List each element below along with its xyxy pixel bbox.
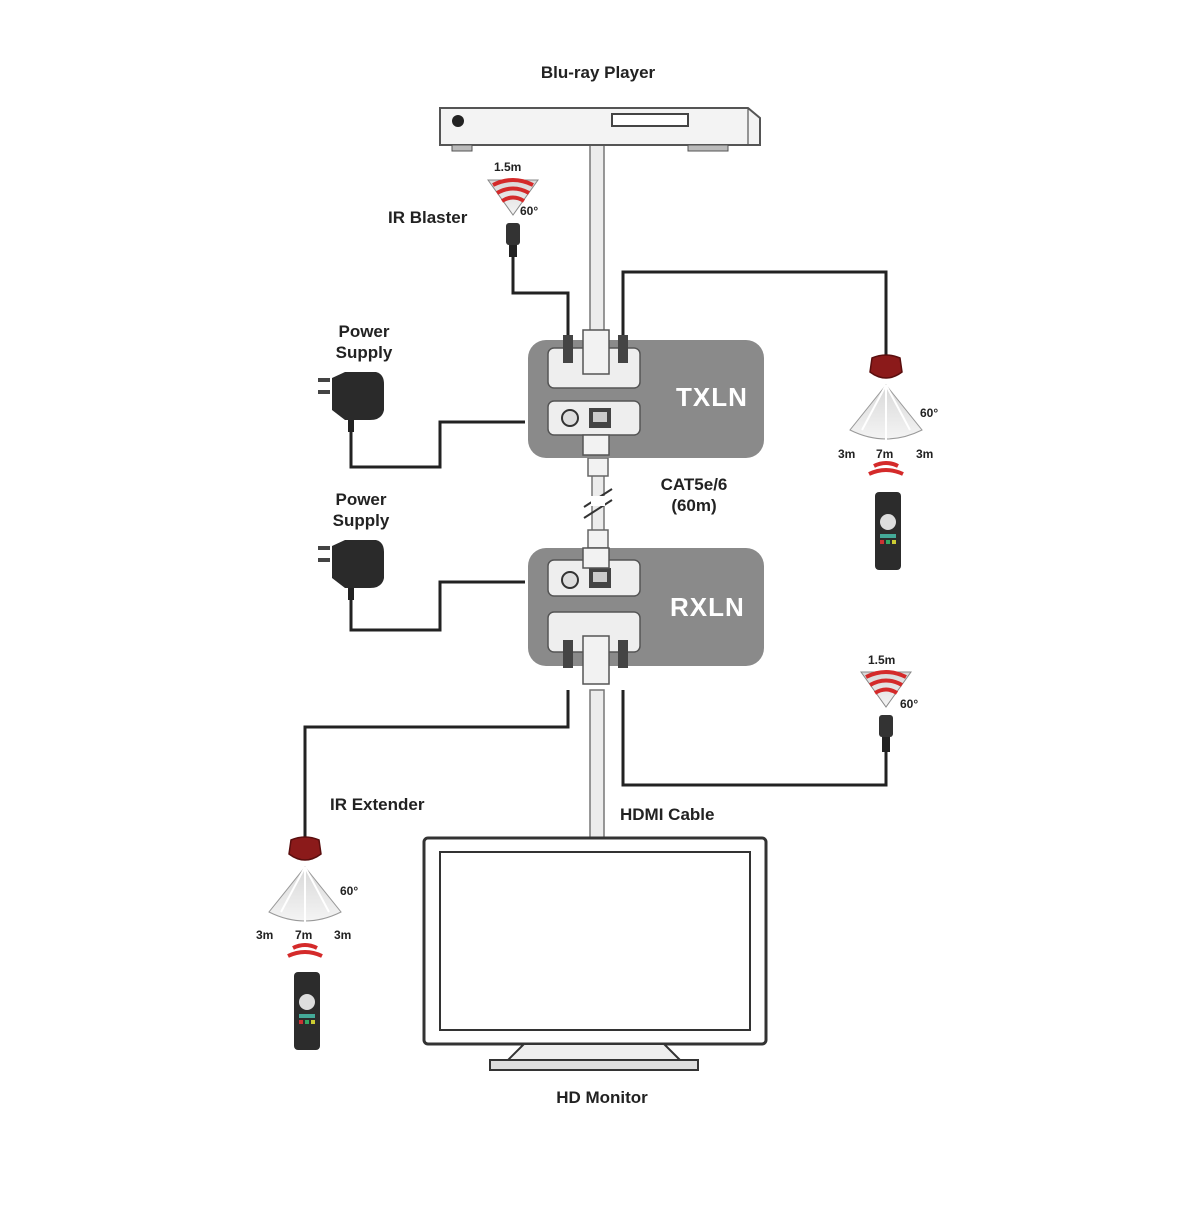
hd-monitor-label: HD Monitor bbox=[556, 1088, 648, 1107]
ir-receiver-right-left-range: 3m bbox=[838, 447, 856, 461]
hdmi-cable-bottom bbox=[589, 689, 605, 841]
hd-monitor-device bbox=[422, 836, 768, 1071]
ir-receiver-right-center-range: 7m bbox=[876, 447, 894, 461]
ir-blaster-label: IR Blaster bbox=[388, 208, 468, 227]
power-supply-bottom-label-line1: Power bbox=[335, 490, 387, 509]
power-supply-top-adapter bbox=[318, 372, 384, 432]
power-cable-bottom bbox=[349, 580, 525, 632]
hdmi-cable-top bbox=[589, 144, 605, 336]
ir-blaster-right-angle: 60° bbox=[900, 697, 919, 711]
ir-extender-receiver bbox=[268, 836, 342, 958]
ir-receiver-right-angle: 60° bbox=[920, 406, 939, 420]
rxln-label: RXLN bbox=[670, 592, 745, 622]
txln-unit bbox=[528, 329, 764, 458]
cat-cable-label-line2: (60m) bbox=[671, 496, 717, 515]
power-supply-bottom-label-line2: Supply bbox=[332, 511, 390, 530]
blu-ray-player-label: Blu-ray Player bbox=[540, 63, 656, 82]
power-supply-top-label-line1: Power bbox=[338, 322, 390, 341]
ir-receiver-left-angle: 60° bbox=[340, 884, 359, 898]
remote-control-right bbox=[875, 492, 901, 570]
hdmi-cable-label: HDMI Cable bbox=[620, 805, 715, 824]
cat-cable bbox=[583, 454, 613, 551]
ir-receiver-right bbox=[849, 354, 923, 476]
ir-extender-cable bbox=[303, 690, 570, 840]
power-cable-top bbox=[349, 420, 525, 469]
ir-blaster-top-emitter bbox=[487, 178, 539, 257]
ir-blaster-cable bbox=[511, 257, 570, 335]
power-supply-top-label-line2: Supply bbox=[335, 343, 393, 362]
ir-blaster-right-cable bbox=[621, 690, 888, 787]
rxln-unit bbox=[528, 547, 764, 685]
ir-receiver-left-left-range: 3m bbox=[256, 928, 274, 942]
power-supply-bottom-adapter bbox=[318, 540, 384, 600]
blu-ray-player-device bbox=[439, 107, 761, 152]
ir-blaster-right-emitter bbox=[860, 670, 912, 752]
remote-control-left bbox=[294, 972, 320, 1050]
ir-extender-label: IR Extender bbox=[330, 795, 425, 814]
ir-blaster-top-range: 1.5m bbox=[494, 160, 522, 174]
ir-blaster-top-angle: 60° bbox=[520, 204, 539, 218]
ir-receiver-left-center-range: 7m bbox=[295, 928, 313, 942]
cat-cable-label-line1: CAT5e/6 bbox=[660, 475, 728, 494]
ir-blaster-right-range: 1.5m bbox=[868, 653, 896, 667]
ir-receiver-left-right-range: 3m bbox=[334, 928, 352, 942]
ir-receiver-right-cable bbox=[621, 270, 888, 357]
txln-label: TXLN bbox=[676, 382, 748, 412]
ir-receiver-right-right-range: 3m bbox=[916, 447, 934, 461]
